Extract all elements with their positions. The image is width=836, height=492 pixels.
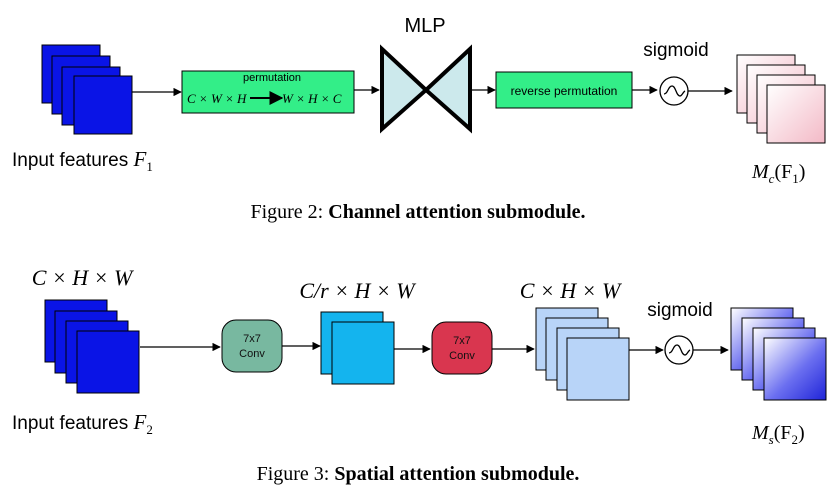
figure-3-caption: Figure 3: Spatial attention submodule. (257, 463, 580, 485)
reverse-permutation-box (495, 71, 633, 109)
ms-output-label: Ms(F2) (751, 422, 805, 447)
permutation-box (181, 70, 355, 114)
conv2-line2: Conv (449, 350, 475, 362)
permutation-title: permutation (243, 72, 301, 84)
mlp-label: MLP (404, 15, 445, 37)
sigmoid-wave-icon (659, 76, 689, 106)
figure-2-channel-attention: Input features F1 permutation C × W × H … (12, 15, 826, 223)
dims-input-label: C × H × W (32, 265, 134, 290)
permutation-formula-left: C × W × H (187, 91, 247, 106)
dims-after-label: C × H × W (520, 278, 622, 303)
permutation-formula-right: W × H × C (282, 91, 342, 106)
input-label-f2: Input features F2 (12, 410, 153, 437)
middle-feature-stack (320, 311, 395, 385)
sigmoid-label-fig2: sigmoid (643, 40, 708, 61)
conv1-line1: 7x7 (243, 333, 261, 345)
figure-2-caption: Figure 2: Channel attention submodule. (250, 201, 585, 223)
dims-middle-label: C/r × H × W (299, 278, 416, 303)
input-features-f1-stack (41, 44, 133, 135)
conv2-line1: 7x7 (453, 335, 471, 347)
conv1-box (221, 319, 283, 373)
mc-output-stack (736, 54, 826, 144)
conv1-line2: Conv (239, 348, 265, 360)
input-label-f1: Input features F1 (12, 147, 153, 174)
input-features-f2-stack (44, 299, 140, 394)
sigmoid-wave-icon (664, 335, 694, 365)
bowtie-mlp-icon (380, 44, 472, 134)
conv2-box (431, 321, 493, 375)
sigmoid-label-fig3: sigmoid (647, 300, 712, 321)
mc-output-label: Mc(F1) (751, 161, 805, 186)
reverse-permutation-label: reverse permutation (511, 84, 618, 98)
ms-output-stack (730, 307, 827, 401)
after-feature-stack (535, 307, 630, 401)
figure-3-spatial-attention: C × H × W Input features F2 7x7 Conv C/r… (12, 265, 827, 485)
